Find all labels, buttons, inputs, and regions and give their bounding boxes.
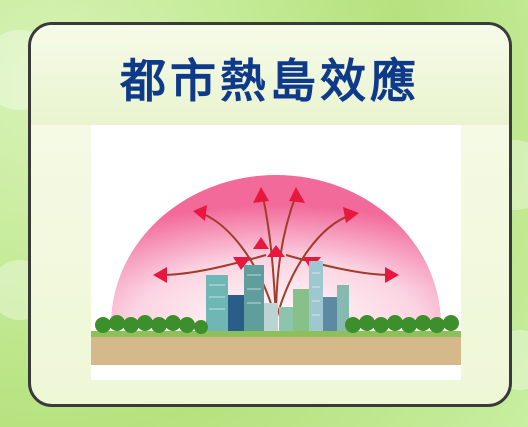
info-card: 都市熱島效應	[28, 22, 512, 407]
grass-strip	[91, 331, 461, 337]
heat-island-illustration	[91, 175, 461, 365]
city-buildings	[206, 261, 349, 331]
tree-row	[95, 315, 459, 334]
title-band: 都市熱島效應	[31, 25, 509, 125]
ground	[91, 335, 461, 365]
page-title: 都市熱島效應	[120, 54, 420, 108]
illustration	[91, 125, 461, 380]
